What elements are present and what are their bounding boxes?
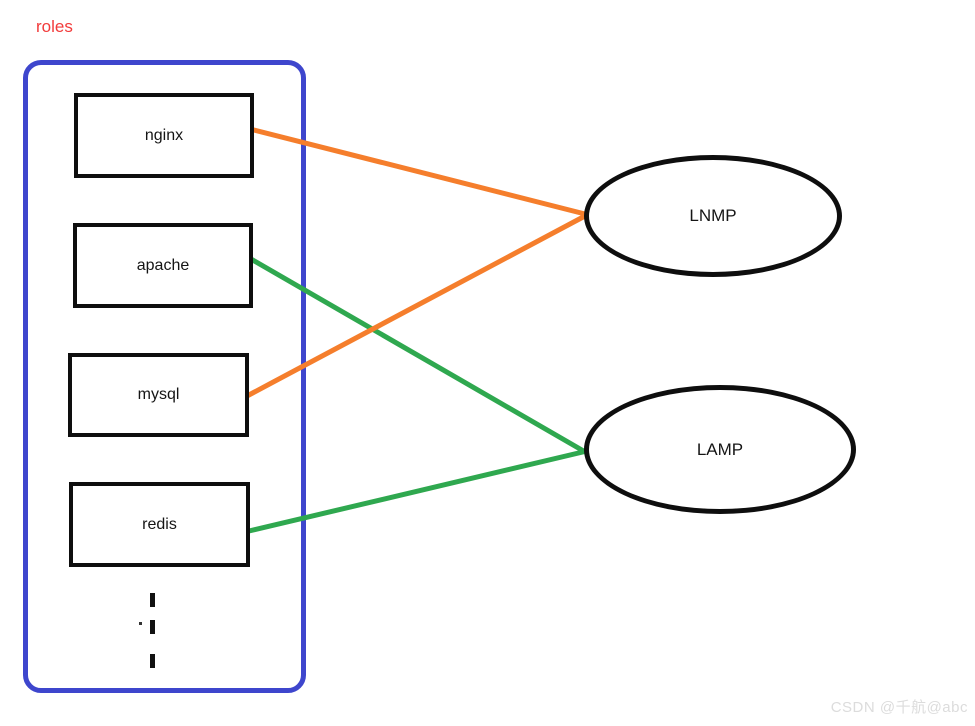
role-node-label: redis bbox=[142, 515, 177, 533]
role-node-label: mysql bbox=[137, 386, 180, 403]
role-node-redis: redis bbox=[69, 482, 250, 567]
group-node-lnmp: LNMP bbox=[584, 155, 842, 277]
role-node-nginx: nginx bbox=[74, 93, 254, 178]
small-dot-mark bbox=[139, 622, 142, 625]
diagram-title: roles bbox=[36, 17, 73, 36]
group-node-label: LAMP bbox=[696, 439, 744, 459]
group-node-lamp: LAMP bbox=[584, 385, 856, 514]
role-node-label: nginx bbox=[144, 126, 184, 144]
role-node-apache: apache bbox=[73, 223, 253, 308]
role-node-label: apache bbox=[136, 256, 190, 274]
ellipsis-dash bbox=[150, 620, 155, 634]
group-node-label: LNMP bbox=[689, 206, 737, 225]
role-node-mysql: mysql bbox=[68, 353, 249, 437]
ellipsis-dash bbox=[150, 593, 155, 607]
csdn-watermark: CSDN @千航@abc bbox=[830, 699, 968, 716]
ellipsis-dash bbox=[150, 654, 155, 668]
